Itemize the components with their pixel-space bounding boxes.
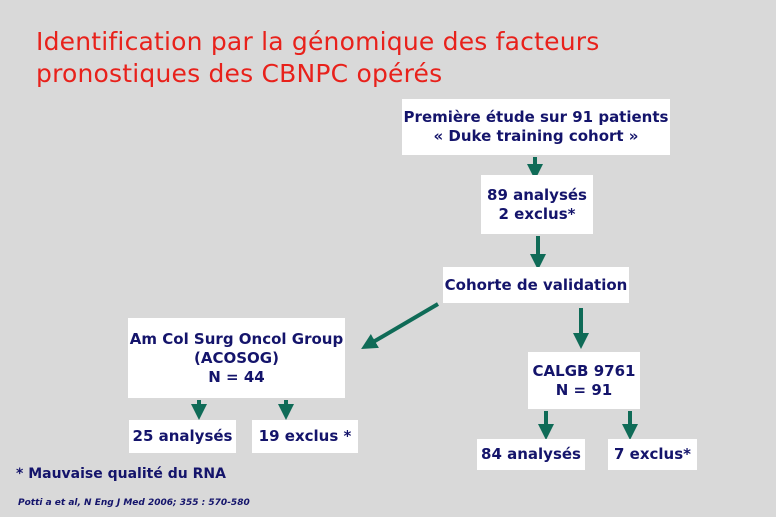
calgb-excluded-label: 7 exclus* — [614, 445, 691, 463]
acosog-line-1: Am Col Surg Oncol Group — [129, 329, 344, 348]
calgb-analysed-box: 84 analysés — [477, 439, 585, 470]
acosog-line-3: N = 44 — [208, 367, 265, 386]
acosog-excluded-box: 19 exclus * — [252, 420, 358, 453]
acosog-line-2: (ACOSOG) — [194, 348, 279, 367]
calgb-excluded-box: 7 exclus* — [608, 439, 697, 470]
validation-cohort-box: Cohorte de validation — [443, 267, 629, 303]
citation: Potti a et al, N Eng J Med 2006; 355 : 5… — [18, 498, 250, 508]
acosog-box: Am Col Surg Oncol Group (ACOSOG) N = 44 — [128, 318, 345, 398]
excluded-count: 2 exclus* — [498, 204, 576, 223]
analysed-excluded-box: 89 analysés 2 exclus* — [481, 175, 593, 234]
calgb-analysed-label: 84 analysés — [481, 445, 581, 463]
first-study-line-1: Première étude sur 91 patients — [403, 108, 669, 126]
validation-cohort-label: Cohorte de validation — [444, 275, 628, 294]
calgb-line-2: N = 91 — [555, 380, 613, 399]
acosog-analysed-label: 25 analysés — [132, 427, 233, 445]
first-study-line-2: « Duke training cohort » — [433, 127, 639, 145]
page-title: Identification par la génomique des fact… — [36, 26, 599, 90]
calgb-box: CALGB 9761 N = 91 — [528, 352, 640, 409]
analysed-count: 89 analysés — [487, 185, 587, 204]
arrow-validation-to-acosog — [361, 302, 440, 350]
acosog-analysed-box: 25 analysés — [129, 420, 236, 453]
title-line-2: pronostiques des CBNPC opérés — [36, 59, 443, 88]
acosog-excluded-label: 19 exclus * — [258, 427, 352, 445]
first-study-box: Première étude sur 91 patients « Duke tr… — [402, 99, 670, 155]
calgb-line-1: CALGB 9761 — [532, 361, 636, 380]
title-line-1: Identification par la génomique des fact… — [36, 27, 600, 56]
footnote: * Mauvaise qualité du RNA — [16, 466, 226, 482]
